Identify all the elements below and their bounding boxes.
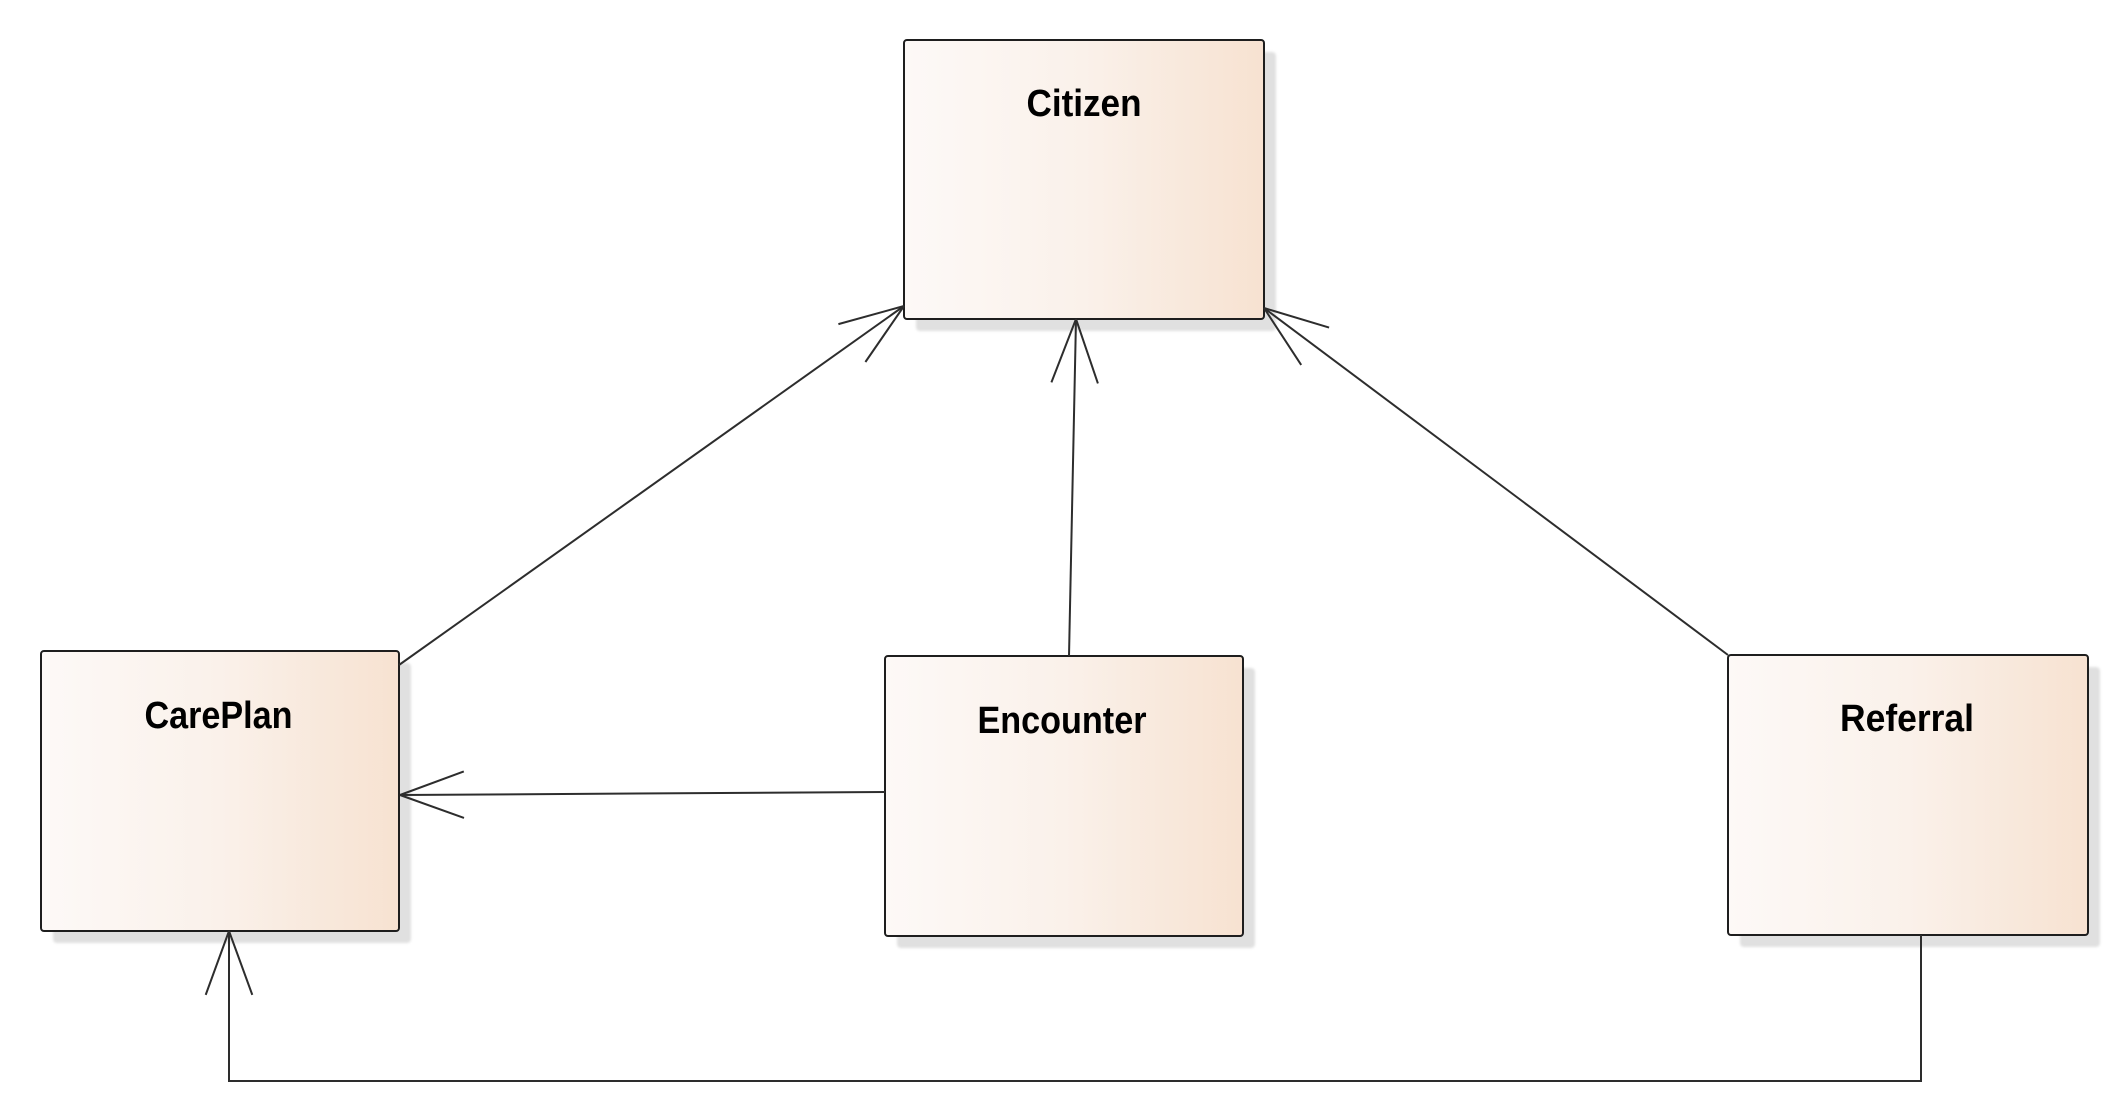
svg-text:CarePlan: CarePlan [145, 695, 293, 737]
svg-text:Referral: Referral [1840, 698, 1974, 740]
svg-text:Encounter: Encounter [978, 700, 1147, 742]
svg-text:Citizen: Citizen [1027, 83, 1142, 125]
